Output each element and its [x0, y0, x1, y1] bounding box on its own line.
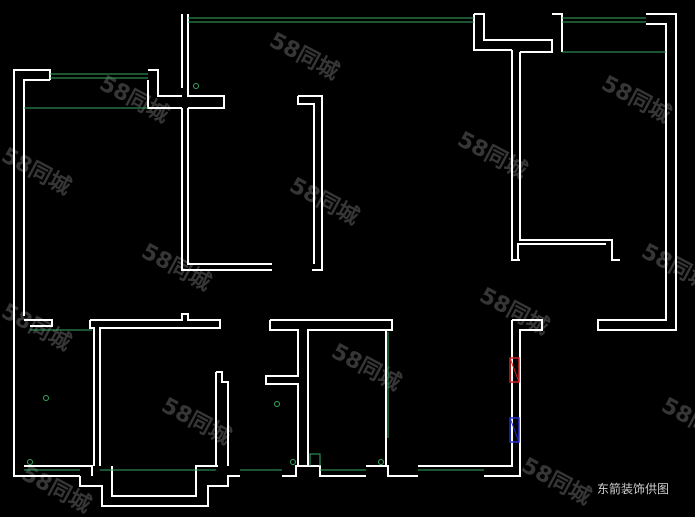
watermark-text: 58同城 — [597, 70, 675, 128]
watermark-text: 58同城 — [265, 27, 343, 85]
floor-drain-icon — [290, 459, 296, 465]
fixtures — [27, 83, 384, 466]
watermark-text: 58同城 — [475, 282, 553, 340]
pipe-shaft-icon — [309, 453, 321, 466]
image-caption: 东箭装饰供图 — [596, 482, 669, 496]
wall-markers — [509, 357, 520, 443]
floor-drain-icon — [43, 395, 49, 401]
floor-drain-icon — [27, 459, 33, 465]
watermark-text: 58同城 — [657, 392, 695, 450]
floor-drain-icon — [378, 459, 384, 465]
red-marker — [509, 357, 520, 383]
watermark-text: 58同城 — [0, 142, 75, 200]
watermark-text: 58同城 — [95, 70, 173, 128]
floor-drain-icon — [193, 83, 199, 89]
watermark-text: 58同城 — [0, 298, 75, 356]
watermark-text: 58同城 — [327, 338, 405, 396]
watermark-text: 58同城 — [17, 460, 95, 517]
watermark-text: 58同城 — [517, 452, 595, 510]
watermark-text: 58同城 — [157, 392, 235, 450]
blue-marker — [509, 417, 520, 443]
floor-drain-icon — [274, 401, 280, 407]
windows — [24, 17, 666, 471]
watermark-text: 58同城 — [285, 172, 363, 230]
watermark-text: 58同城 — [137, 238, 215, 296]
interior-walls — [24, 95, 393, 466]
watermark-layer: 58同城 58同城 58同城 58同城 58同城 58同城 58同城 58同城 … — [0, 27, 695, 517]
